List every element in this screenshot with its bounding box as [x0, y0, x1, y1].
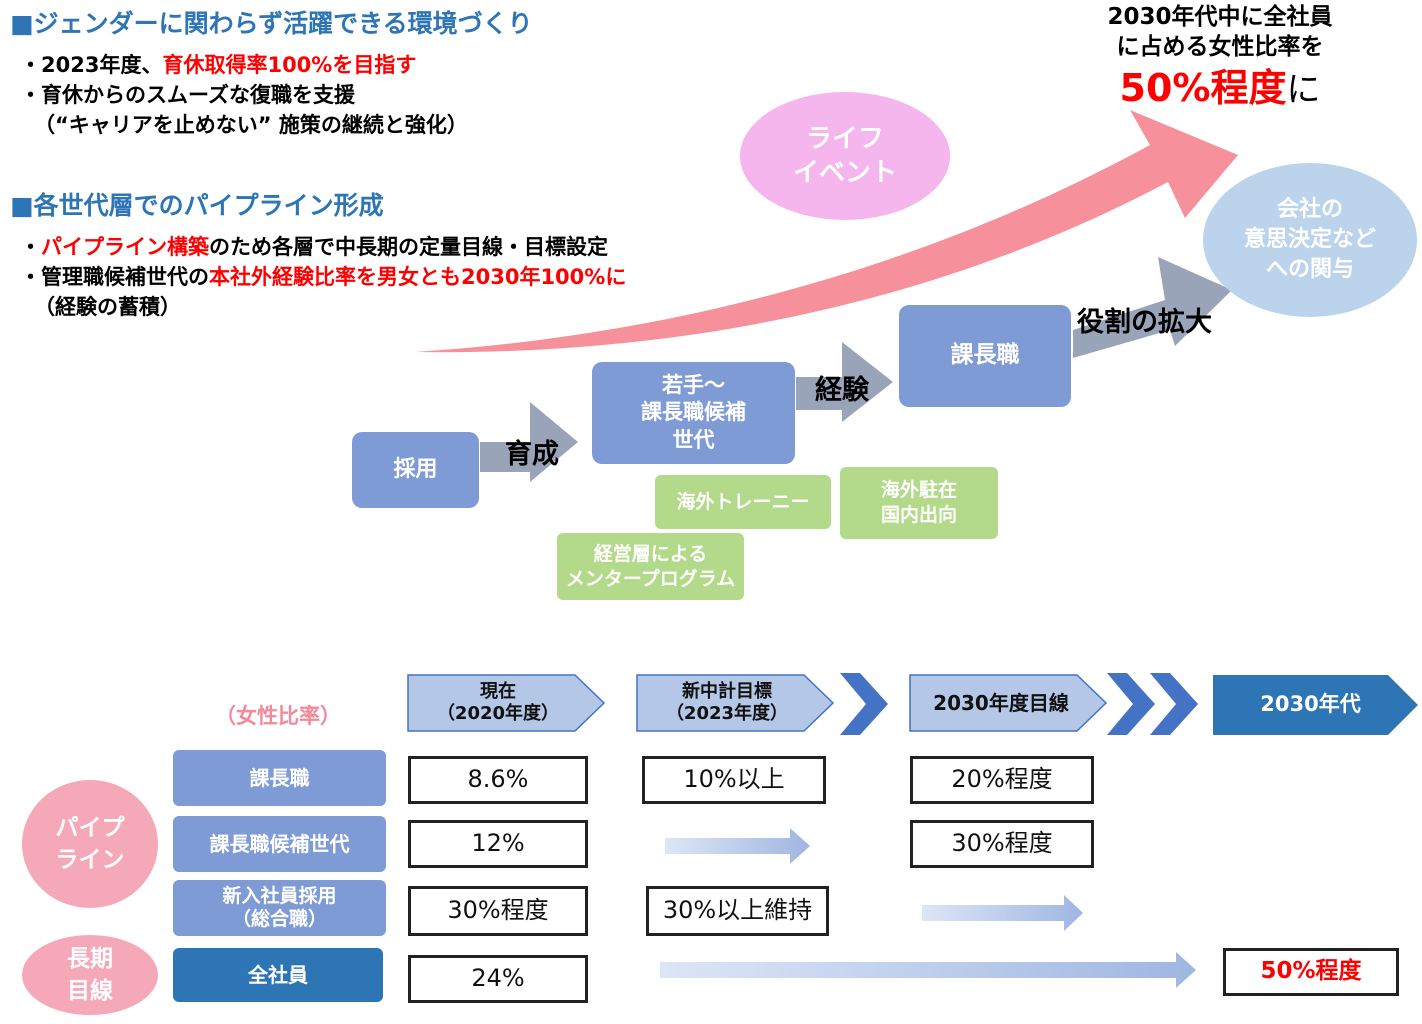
continue-arrow	[665, 828, 810, 864]
row-label-new-hire: 新入社員採用 （総合職）	[173, 880, 386, 936]
stage-young: 若手～ 課長職候補 世代	[592, 362, 795, 464]
goal-line3: 50%程度に	[1060, 62, 1380, 122]
header-current: 現在 （2020年度）	[436, 680, 560, 725]
header-2030-target: 2030年度目線	[933, 691, 1069, 715]
continue-arrow	[922, 895, 1083, 931]
row-label-all-employees: 全社員	[173, 948, 383, 1002]
header-2030s: 2030年代	[1260, 692, 1361, 717]
bullet-line: （経験の蓄積）	[20, 292, 626, 322]
bullet-text: （経験の蓄積）	[34, 295, 181, 319]
bullet-text: ・	[20, 235, 41, 259]
cell-candidate-current: 12%	[408, 820, 588, 868]
bullet-line: ・管理職候補世代の本社外経験比率を男女とも2030年100%に	[20, 262, 626, 292]
arrow-experience	[796, 342, 893, 422]
cell-all-current: 24%	[408, 955, 588, 1003]
bullet-line: ・パイプライン構築のため各層で中長期の定量目線・目標設定	[20, 232, 626, 262]
program-overseas: 海外駐在 国内出向	[840, 467, 998, 539]
goal-line1: 2030年代中に全社員	[1107, 4, 1333, 30]
header-arrow-2030s	[1213, 675, 1418, 735]
header-midterm: 新中計目標 （2023年度）	[665, 680, 789, 725]
ratio-label: （女性比率）	[215, 704, 341, 728]
arrow-expand	[1073, 257, 1232, 358]
chevron-icon	[840, 673, 888, 735]
group-pipeline-circle: パイプ ライン	[22, 780, 158, 908]
bullet-line: ・2023年度、育休取得率100%を目指す	[20, 50, 468, 80]
program-mentor: 経営層による メンタープログラム	[557, 533, 744, 600]
goal-line2: に占める女性比率を	[1116, 34, 1324, 60]
goal-block: 2030年代中に全社員 に占める女性比率を 50%程度に	[1060, 2, 1380, 122]
cell-new-hire-current: 30%程度	[408, 886, 588, 936]
cell-manager-current: 8.6%	[408, 756, 588, 804]
continue-arrow	[660, 952, 1196, 988]
header-arrow-2030	[909, 674, 1108, 732]
cell-all-2030s: 50%程度	[1223, 948, 1399, 996]
cell-manager-midterm: 10%以上	[642, 756, 826, 804]
label-expand-role: 役割の拡大	[1077, 307, 1212, 338]
cell-candidate-2030: 30%程度	[910, 820, 1094, 868]
cell-new-hire-midterm: 30%以上維持	[646, 886, 829, 936]
gender-bullets: ・2023年度、育休取得率100%を目指す ・育休からのスムーズな復職を支援 （…	[20, 50, 468, 140]
program-trainee: 海外トレーニー	[655, 475, 831, 529]
bullet-line: （“キャリアを止めない” 施策の継続と強化）	[20, 110, 468, 140]
row-label-manager: 課長職	[173, 750, 386, 806]
big-growth-arrow	[415, 110, 1238, 353]
stage-manager: 課長職	[899, 305, 1071, 407]
group-long-term-circle: 長期 目線	[22, 935, 158, 1015]
stage-hire: 採用	[352, 432, 479, 508]
bullet-text: ・管理職候補世代の	[20, 265, 209, 289]
life-event-circle: ライフ イベント	[740, 92, 950, 220]
arrow-nurture	[480, 402, 578, 482]
chevron-icon	[1107, 673, 1155, 735]
bullet-text: （“キャリアを止めない” 施策の継続と強化）	[34, 113, 468, 137]
label-nurture: 育成	[505, 439, 559, 470]
bullet-highlight: パイプライン構築	[41, 235, 209, 259]
bullet-text: ・育休からのスムーズな復職を支援	[20, 83, 355, 107]
label-experience: 経験	[815, 375, 869, 406]
bullet-highlight: 本社外経験比率を男女とも2030年100%に	[209, 265, 627, 289]
goal-suffix: に	[1286, 70, 1321, 110]
bullet-highlight: 育休取得率100%を目指す	[162, 53, 417, 77]
section-heading-pipeline: ■各世代層でのパイプライン形成	[10, 191, 384, 220]
chevron-icon	[1150, 673, 1198, 735]
pipeline-bullets: ・パイプライン構築のため各層で中長期の定量目線・目標設定 ・管理職候補世代の本社…	[20, 232, 626, 322]
row-label-candidate: 課長職候補世代	[173, 816, 386, 872]
cell-manager-2030: 20%程度	[910, 756, 1094, 804]
bullet-line: ・育休からのスムーズな復職を支援	[20, 80, 468, 110]
goal-big-value: 50%程度	[1119, 66, 1287, 110]
decision-making-circle: 会社の 意思決定など への関与	[1203, 163, 1417, 317]
header-arrow-midterm	[636, 674, 835, 732]
bullet-text: ・2023年度、	[20, 53, 163, 77]
section-heading-gender: ■ジェンダーに関わらず活躍できる環境づくり	[10, 9, 533, 38]
header-arrow-current	[407, 674, 606, 732]
bullet-text: のため各層で中長期の定量目線・目標設定	[209, 235, 608, 259]
